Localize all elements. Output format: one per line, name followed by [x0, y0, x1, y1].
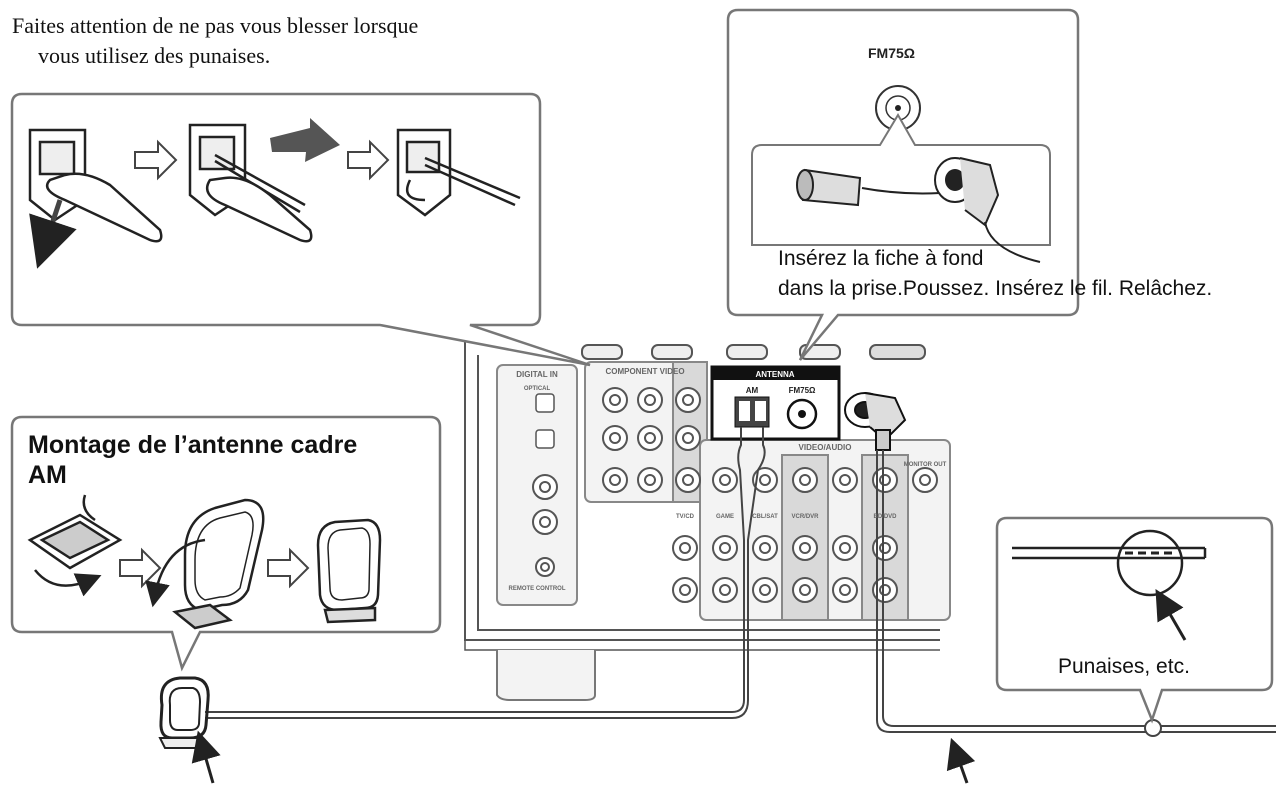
fm-caption-line1: Insérez la fiche à fond: [778, 247, 984, 270]
thumbtack-label: Punaises, etc.: [1058, 655, 1190, 678]
digital-in-label: DIGITAL IN: [516, 370, 558, 379]
game-label: GAME: [716, 514, 734, 520]
optical-ports: [535, 393, 555, 449]
fm-jack-label: FM75Ω: [868, 45, 916, 61]
antenna-terminal-block: [710, 365, 841, 441]
am-terminal-label: AM: [746, 386, 759, 395]
bd-dvd-label: BD/DVD: [873, 514, 897, 520]
monitor-out-label: MONITOR OUT: [904, 462, 947, 468]
am-assembly-inset: [10, 415, 442, 672]
video-audio-label: VIDEO/AUDIO: [799, 443, 852, 452]
am-antenna-arrow: [191, 730, 221, 784]
warning-text-line2: vous utilisez des punaises.: [38, 43, 271, 68]
warning-text-line1: Faites attention de ne pas vous blesser …: [12, 13, 419, 38]
am-assembly-title-line2: AM: [28, 461, 67, 489]
fm-plug-on-panel: [844, 392, 907, 451]
cbl-sat-label: CBL/SAT: [752, 514, 778, 520]
fm-antenna-arrow: [946, 737, 976, 784]
antenna-cables: [205, 427, 1276, 733]
fm-inset: [726, 8, 1080, 361]
rca-jacks: [532, 387, 938, 603]
am-assembly-title-line1: Montage de l’antenne cadre: [28, 431, 358, 459]
terminal-inset: [10, 92, 591, 367]
antenna-label: ANTENNA: [755, 370, 794, 379]
fm-terminal-label: FM75Ω: [789, 386, 816, 395]
am-loop-antenna: [158, 676, 210, 749]
tv-cd-label: TV/CD: [676, 514, 695, 520]
optical-label: OPTICAL: [524, 386, 551, 392]
component-video-label: COMPONENT VIDEO: [605, 367, 684, 376]
fm-caption-line2: dans la prise.Poussez. Insérez le fil. R…: [778, 277, 1213, 300]
remote-control-label: REMOTE CONTROL: [509, 586, 566, 592]
thumbtack-inset: [995, 516, 1274, 724]
vcr-dvr-label: VCR/DVR: [791, 514, 819, 520]
